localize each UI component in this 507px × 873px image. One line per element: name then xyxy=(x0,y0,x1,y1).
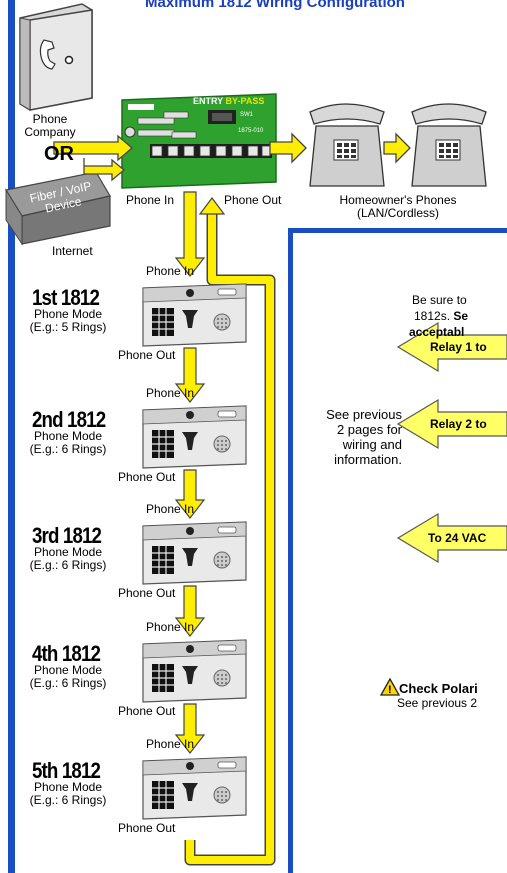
unit-2-to-3-arrow xyxy=(174,469,206,519)
board-switch-label: SW1 xyxy=(240,112,254,118)
vac-label: To 24 VAC xyxy=(428,531,487,545)
unit-1-icon xyxy=(142,283,247,347)
diagram-title: Maximum 1812 Wiring Configuration xyxy=(145,0,405,11)
unit-2-phone-in-label: Phone In xyxy=(146,386,195,400)
fiber-voip-device-icon xyxy=(5,171,111,246)
unit-4-phone-in-label: Phone In xyxy=(146,620,195,634)
unit-5-phone-in-label: Phone In xyxy=(146,737,195,751)
internet-label: Internet xyxy=(52,244,93,258)
svg-text:!: ! xyxy=(388,684,392,696)
unit-1-phone-in-label: Phone In xyxy=(146,264,195,278)
unit-5-mode: Phone Mode xyxy=(33,780,103,794)
unit-4-to-5-arrow xyxy=(174,703,206,754)
homeowner-phone-icon-2 xyxy=(411,103,487,187)
unit-4-phone-out-label: Phone Out xyxy=(118,704,176,718)
board-entry-label: ENTRY BY-PASS xyxy=(193,96,265,106)
unit-3-mode: Phone Mode xyxy=(33,545,103,559)
polarity-subtext: See previous 2 xyxy=(397,696,478,710)
unit-4-mode: Phone Mode xyxy=(33,663,103,677)
unit-5-icon xyxy=(142,756,247,820)
or-label: OR xyxy=(44,143,74,165)
unit-2-phone-out-label: Phone Out xyxy=(118,470,176,484)
board-phone-in-label: Phone In xyxy=(126,193,175,207)
left-blue-border xyxy=(8,0,15,873)
note-line-2: 1812s. Se xyxy=(414,309,469,323)
input-arrows xyxy=(53,134,133,182)
see-previous-note: See previous 2 pages for wiring and info… xyxy=(326,407,402,467)
board-phone-out-label: Phone Out xyxy=(224,193,282,207)
unit-1-to-2-arrow xyxy=(174,347,206,403)
right-panel-left-border xyxy=(288,228,293,873)
unit-1-mode: Phone Mode xyxy=(33,307,103,321)
unit-3-phone-out-label: Phone Out xyxy=(118,586,176,600)
relay1-label: Relay 1 to xyxy=(430,340,487,354)
unit-3-rings: (E.g.: 6 Rings) xyxy=(29,558,107,572)
return-wire-arrowhead xyxy=(198,197,226,215)
phone-company-cabinet-icon xyxy=(19,3,93,111)
unit-3-to-4-arrow xyxy=(174,585,206,637)
unit-4-rings: (E.g.: 6 Rings) xyxy=(29,676,107,690)
unit-5-phone-out-label: Phone Out xyxy=(118,821,176,835)
unit-5-name: 5th 1812 xyxy=(32,758,101,783)
unit-4-name: 4th 1812 xyxy=(32,641,101,666)
unit-2-name: 2nd 1812 xyxy=(32,407,106,432)
unit-1-rings: (E.g.: 5 Rings) xyxy=(29,320,107,334)
unit-2-rings: (E.g.: 6 Rings) xyxy=(29,442,107,456)
homeowner-phones-label: Homeowner's Phones (LAN/Cordless) xyxy=(339,193,457,220)
bypass-board xyxy=(121,93,277,189)
unit-2-icon xyxy=(142,405,247,469)
unit-5-rings: (E.g.: 6 Rings) xyxy=(29,793,107,807)
output-arrows xyxy=(269,132,411,164)
board-to-unit1-arrow xyxy=(174,191,206,277)
phone-company-label: Phone Company xyxy=(24,112,76,139)
right-panel-top-border xyxy=(288,228,507,233)
homeowner-phone-icon-1 xyxy=(309,103,385,187)
unit-3-name: 3rd 1812 xyxy=(32,523,102,548)
relay2-label: Relay 2 to xyxy=(430,417,487,431)
polarity-warning: Check Polari xyxy=(399,681,478,696)
unit-3-phone-in-label: Phone In xyxy=(146,502,195,516)
unit-3-icon xyxy=(142,521,247,585)
unit-1-name: 1st 1812 xyxy=(32,285,100,310)
unit-2-mode: Phone Mode xyxy=(33,429,103,443)
right-panel-arrows xyxy=(396,321,507,564)
warning-icon xyxy=(379,677,401,696)
unit-4-icon xyxy=(142,639,247,703)
note-line-1: Be sure to xyxy=(412,293,467,307)
unit-1-phone-out-label: Phone Out xyxy=(118,348,176,362)
board-part-label: 1875-010 xyxy=(238,128,264,134)
note-line-3: acceptabl xyxy=(409,325,465,339)
